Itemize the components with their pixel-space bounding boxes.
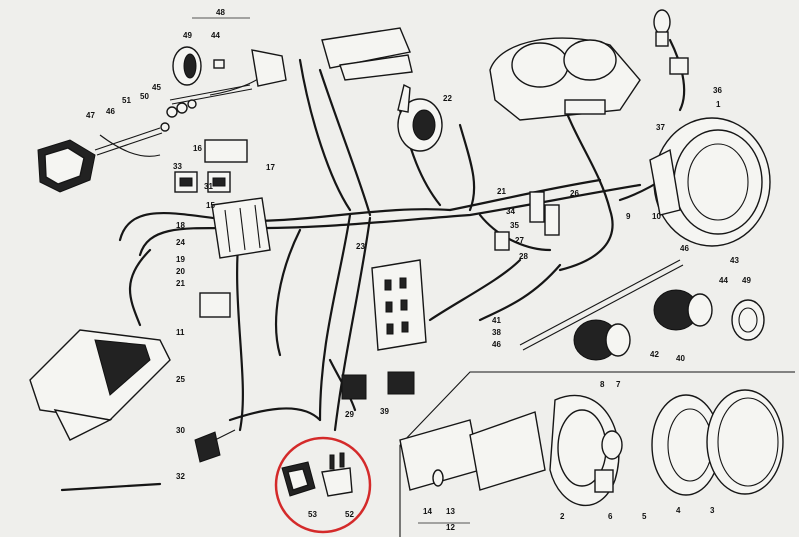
label-29: 29 xyxy=(345,410,354,419)
label-46c: 46 xyxy=(492,340,501,349)
label-13: 13 xyxy=(446,507,455,516)
label-19: 19 xyxy=(176,255,185,264)
label-30: 30 xyxy=(176,426,185,435)
label-16: 16 xyxy=(193,144,202,153)
label-42: 42 xyxy=(650,350,659,359)
label-8: 8 xyxy=(600,380,605,389)
part-30-switch xyxy=(194,429,236,463)
label-44b: 44 xyxy=(719,276,728,285)
label-10: 10 xyxy=(652,212,661,221)
washers-45-50-51 xyxy=(166,99,197,118)
label-32: 32 xyxy=(176,472,185,481)
part-34-relay xyxy=(199,292,231,318)
label-47: 47 xyxy=(86,111,95,120)
indicators-42-43 xyxy=(519,259,765,361)
label-24: 24 xyxy=(176,238,185,247)
label-2: 2 xyxy=(560,512,565,521)
part-16-relay xyxy=(204,139,248,163)
label-50: 50 xyxy=(140,92,149,101)
label-49: 49 xyxy=(183,31,192,40)
label-11: 11 xyxy=(176,328,185,337)
label-22: 22 xyxy=(443,94,452,103)
part-22-horn xyxy=(397,83,443,152)
label-3: 3 xyxy=(710,506,715,515)
label-12: 12 xyxy=(446,523,455,532)
label-49b: 49 xyxy=(742,276,751,285)
label-37: 37 xyxy=(656,123,665,132)
label-53: 53 xyxy=(308,510,317,519)
label-38: 38 xyxy=(492,328,501,337)
label-1: 1 xyxy=(716,100,721,109)
label-25: 25 xyxy=(176,375,185,384)
label-18: 18 xyxy=(176,221,185,230)
label-23: 23 xyxy=(356,242,365,251)
part-31-33-connectors xyxy=(174,171,231,193)
label-39: 39 xyxy=(380,407,389,416)
label-14: 14 xyxy=(423,507,432,516)
label-26: 26 xyxy=(570,189,579,198)
instrument-cluster xyxy=(489,37,641,121)
label-7: 7 xyxy=(616,380,621,389)
part-15-regulator xyxy=(211,197,271,259)
fuse-box xyxy=(371,259,427,351)
label-46: 46 xyxy=(106,107,115,116)
label-27: 27 xyxy=(515,236,524,245)
label-48: 48 xyxy=(216,8,225,17)
label-43: 43 xyxy=(730,256,739,265)
label-5: 5 xyxy=(642,512,647,521)
label-31: 31 xyxy=(204,182,213,191)
label-35: 35 xyxy=(510,221,519,230)
part-32-cable-tie xyxy=(60,482,162,492)
label-41: 41 xyxy=(492,316,501,325)
part-47-indicator xyxy=(37,122,170,193)
part-11-tail-lamp xyxy=(29,329,171,441)
label-36: 36 xyxy=(713,86,722,95)
part-1-headlamp xyxy=(649,117,771,247)
part-callouts: 48 49 44 45 50 51 46 47 16 33 31 17 15 1… xyxy=(86,8,751,532)
relays-29-39 xyxy=(341,371,415,400)
headlamp-parts-inset xyxy=(399,371,795,537)
label-28: 28 xyxy=(519,252,528,261)
ignition-coil xyxy=(321,27,413,81)
label-51: 51 xyxy=(122,96,131,105)
label-44: 44 xyxy=(211,31,220,40)
label-21: 21 xyxy=(176,279,185,288)
label-45: 45 xyxy=(152,83,161,92)
connectors-27-34-35 xyxy=(494,191,560,251)
label-34: 34 xyxy=(506,207,515,216)
label-46b: 46 xyxy=(680,244,689,253)
label-52: 52 xyxy=(345,510,354,519)
label-21b: 21 xyxy=(497,187,506,196)
label-33: 33 xyxy=(173,162,182,171)
label-6: 6 xyxy=(608,512,613,521)
label-9: 9 xyxy=(626,212,631,221)
label-4: 4 xyxy=(676,506,681,515)
bulb-top-right xyxy=(653,9,689,75)
highlighted-parts-52-53 xyxy=(274,436,372,534)
label-40: 40 xyxy=(676,354,685,363)
label-17: 17 xyxy=(266,163,275,172)
label-20: 20 xyxy=(176,267,185,276)
part-48-indicator xyxy=(169,46,287,105)
label-15: 15 xyxy=(206,201,215,210)
